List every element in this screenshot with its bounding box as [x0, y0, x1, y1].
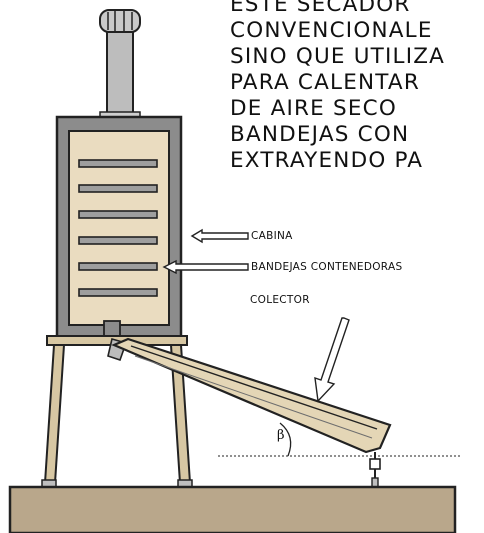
label-bandejas: BANDEJAS CONTENEDORAS	[251, 261, 403, 273]
chimney-cap	[99, 9, 141, 33]
tray	[78, 184, 158, 193]
tray	[78, 288, 158, 297]
label-cabina: CABINA	[251, 230, 293, 242]
angle-label: β	[277, 428, 285, 443]
tray	[78, 159, 158, 168]
trays	[78, 159, 158, 297]
cabina-arrow	[190, 228, 249, 244]
paragraph-line: DE AIRE SECO	[230, 96, 397, 121]
tray	[78, 236, 158, 245]
solar-collector	[111, 337, 392, 454]
chimney-pipe	[106, 31, 134, 117]
paragraph-line: CONVENCIONALE	[230, 18, 433, 43]
paragraph-line: EXTRAYENDO PA	[230, 148, 424, 173]
bandejas-arrow	[162, 259, 249, 275]
angle-arc	[279, 422, 292, 457]
description-paragraph: ESTE SECADOR CONVENCIONALE SINO QUE UTIL…	[230, 0, 484, 184]
paragraph-line: PARA CALENTAR	[230, 70, 420, 95]
tray	[78, 262, 158, 271]
collector-support	[369, 452, 381, 489]
tray	[78, 210, 158, 219]
colector-arrow	[314, 317, 350, 403]
ground-base	[8, 485, 457, 533]
paragraph-line: ESTE SECADOR	[230, 0, 411, 17]
paragraph-line: SINO QUE UTILIZA	[230, 44, 446, 69]
paragraph-line: BANDEJAS CON	[230, 122, 410, 147]
label-colector: COLECTOR	[250, 294, 310, 306]
